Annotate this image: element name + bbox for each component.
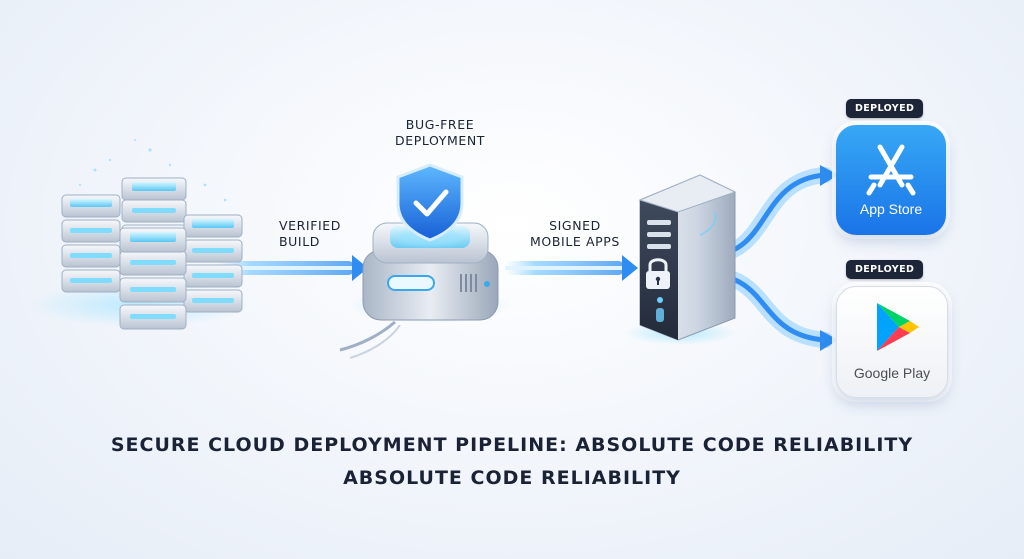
label-signed-line2: Mobile Apps (530, 234, 620, 249)
server-stack-right (183, 214, 243, 313)
deployed-badge-app-store: DEPLOYED (846, 99, 924, 118)
server-cluster (30, 139, 250, 330)
app-store-name: App Store (859, 201, 923, 217)
label-signed-line1: Signed (549, 218, 601, 233)
padlock-icon (646, 258, 670, 289)
page-title-line1: Secure Cloud Deployment Pipeline: Absolu… (110, 434, 914, 456)
app-store-icon (866, 144, 916, 196)
label-signed-mobile-apps: Signed Mobile Apps (521, 218, 629, 250)
app-store-card[interactable]: App Store (836, 125, 946, 235)
server-stack-back-left (61, 194, 121, 293)
flow-arrow-deploy-to-server (505, 255, 638, 281)
server-stack-front (119, 227, 187, 330)
label-bug-free-deployment: Bug-Free Deployment (380, 117, 500, 149)
deployment-chip (339, 163, 510, 359)
label-verified-build-line1: Verified (279, 218, 342, 233)
google-play-card[interactable]: Google Play (836, 286, 948, 398)
google-play-name: Google Play (853, 365, 931, 381)
label-verified-build-line2: Build (279, 234, 321, 249)
flow-arrow-build-to-deploy (215, 255, 368, 281)
label-bug-free-line1: Bug-Free (405, 117, 475, 132)
shield-check-icon (396, 163, 464, 246)
page-title-line2: Absolute Code Reliability (343, 467, 681, 489)
label-bug-free-line2: Deployment (394, 133, 486, 148)
deployed-badge-google-play: DEPLOYED (846, 260, 924, 279)
google-play-icon (877, 303, 919, 351)
secure-server-tower (625, 174, 737, 345)
label-verified-build: Verified Build (279, 218, 341, 250)
